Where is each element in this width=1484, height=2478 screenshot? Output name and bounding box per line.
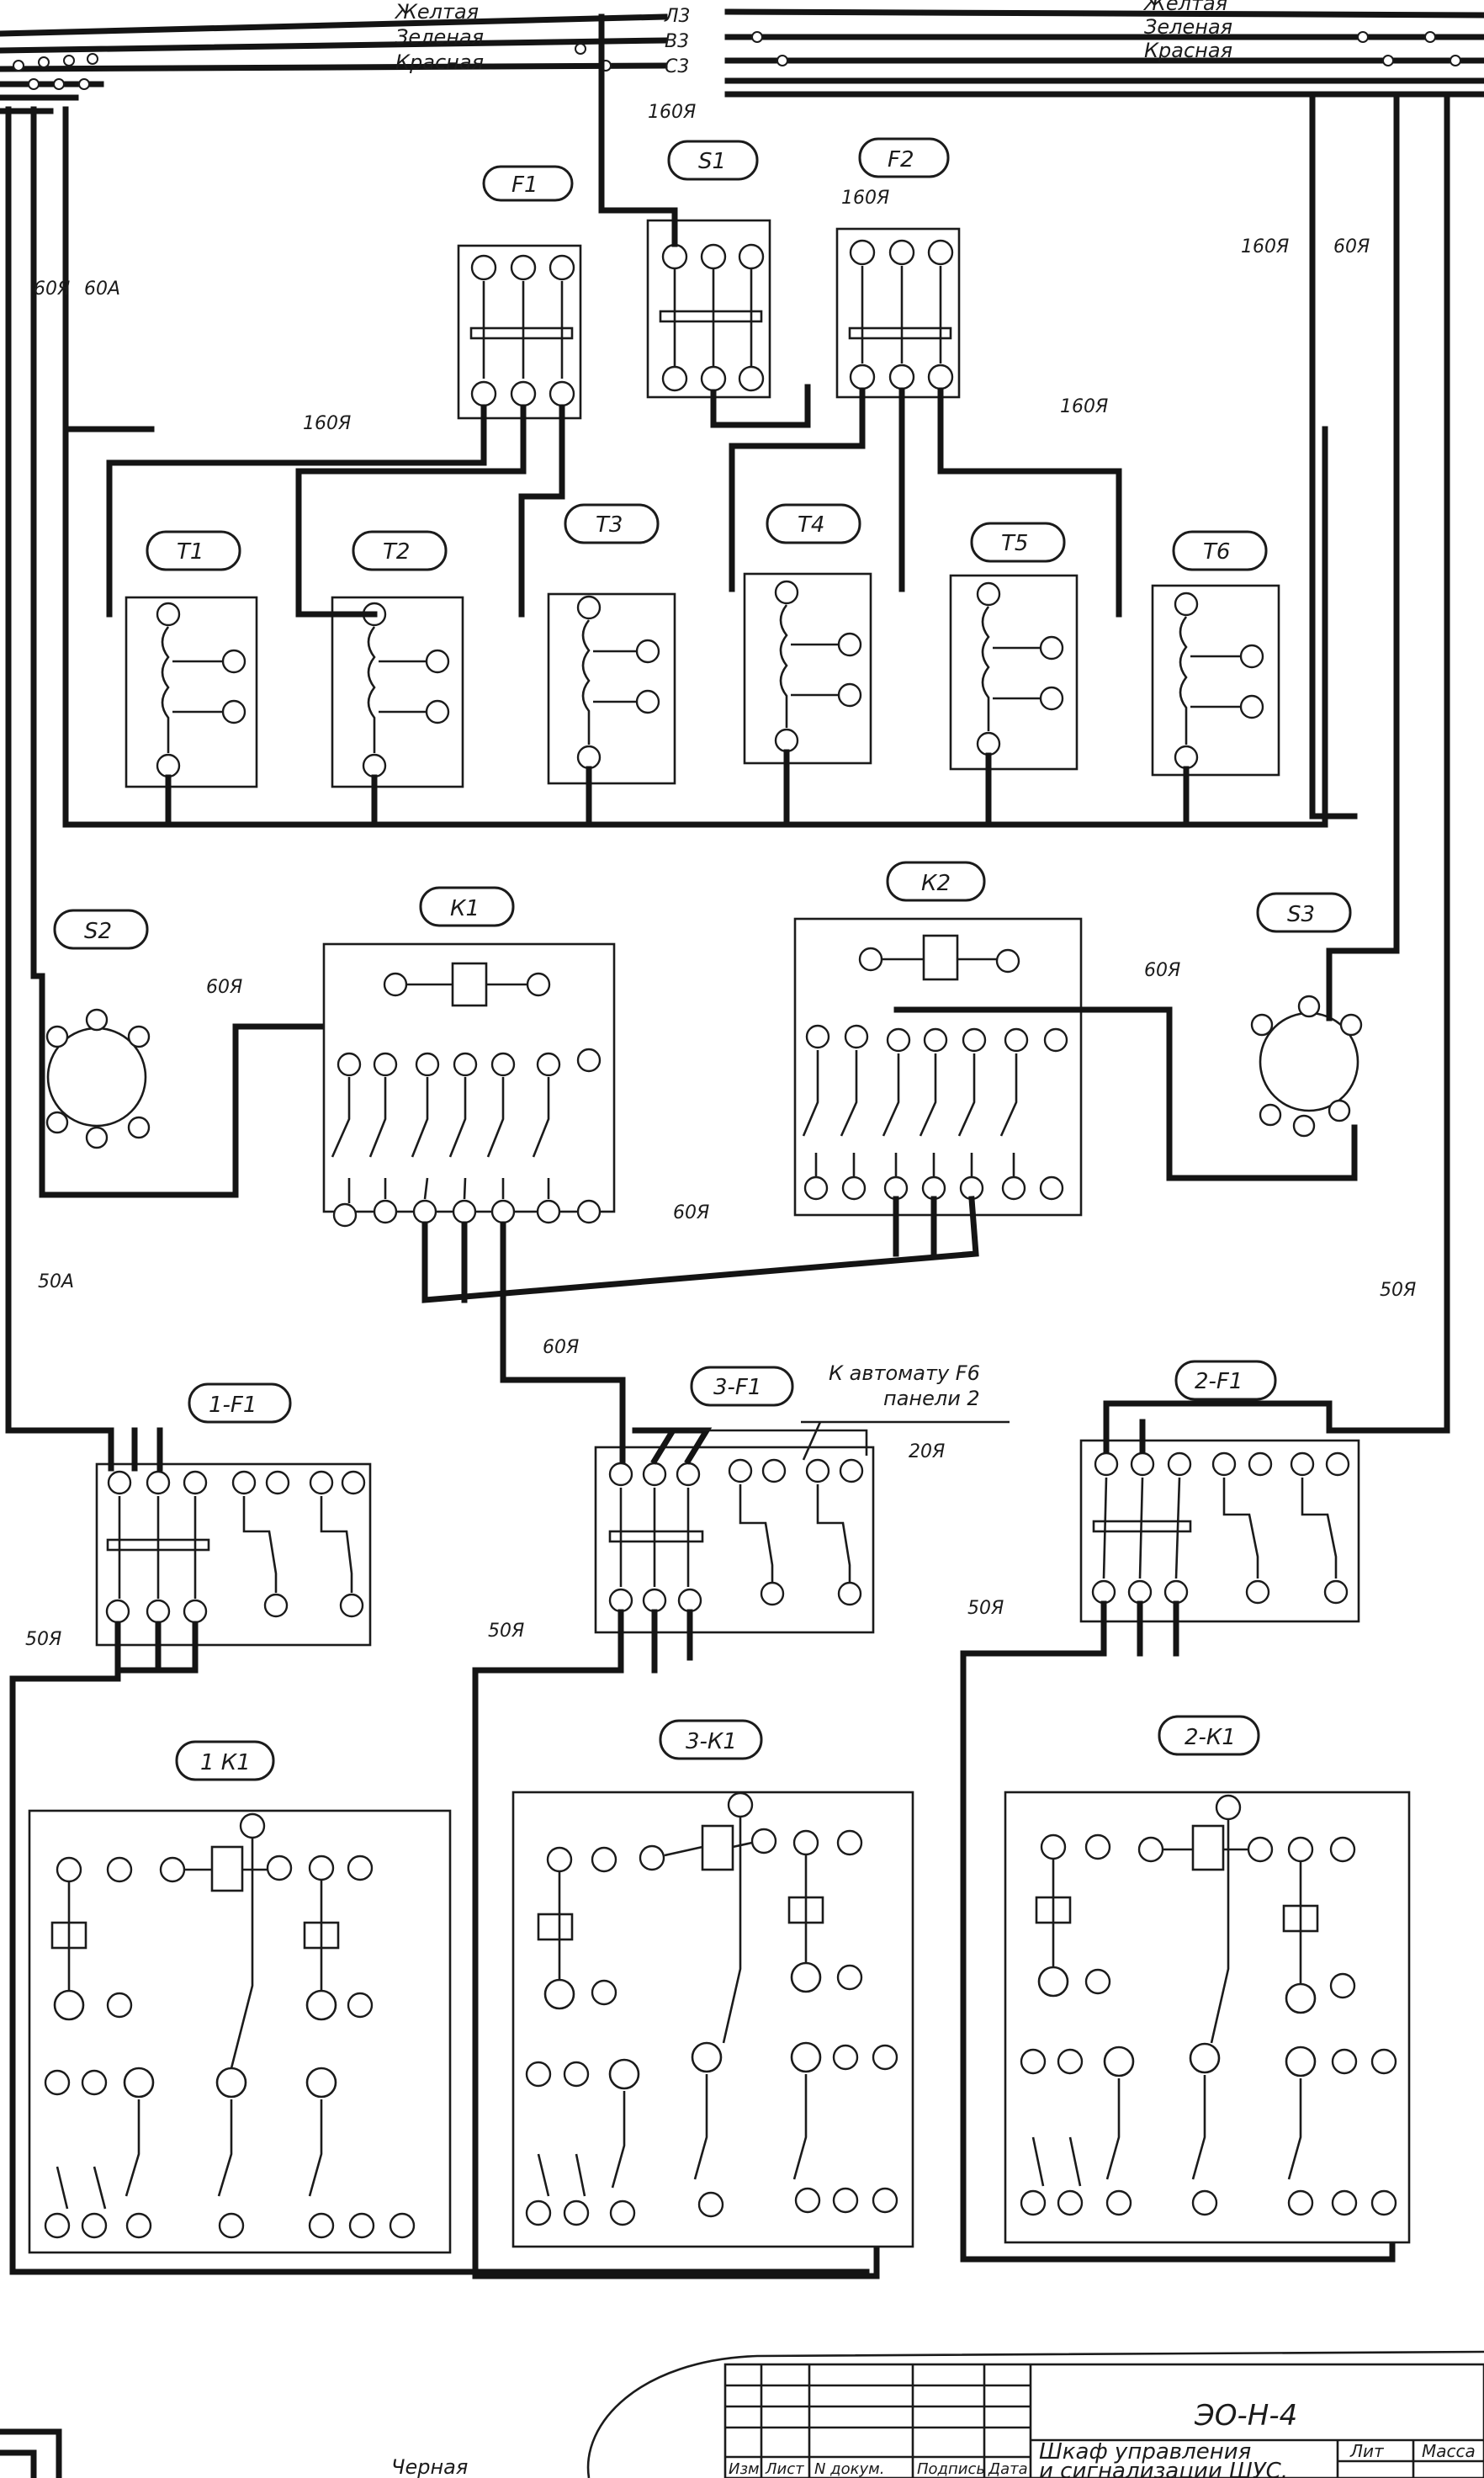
f2-label: F2 (888, 147, 914, 172)
note-panel: панели 2 (883, 1387, 980, 1410)
relay-k2 (793, 861, 1083, 1217)
breaker-1-f1 (95, 1382, 372, 1647)
hdr-list: Лист (765, 2460, 804, 2478)
transformer-feeds (62, 384, 1328, 828)
note-to-breaker-f6 (690, 1420, 1010, 1461)
hdr-date: Дата (988, 2460, 1028, 2478)
f1-label: F1 (511, 172, 538, 198)
title-line1: Шкаф управления (1039, 2439, 1251, 2465)
wire-50y-3: 50Я (488, 1621, 524, 1642)
top-left-bus (0, 13, 668, 114)
wire-160y-right: 160Я (1241, 236, 1289, 257)
k31-label: 3-К1 (686, 1729, 737, 1754)
wire-60y-s2: 60Я (206, 977, 242, 998)
t2-label: Т2 (383, 539, 410, 565)
wire-20y: 20Я (909, 1441, 945, 1462)
t5-label: Т5 (1001, 531, 1028, 556)
contactor-3-k1 (511, 1719, 914, 2248)
bottom-bus (0, 2428, 62, 2478)
top-right-bus (724, 8, 1484, 98)
switch-s3 (893, 892, 1363, 1181)
transformer-t5 (949, 522, 1079, 771)
transformer-t3 (547, 503, 676, 785)
title-block (586, 2350, 1484, 2478)
wire-160y-top: 160Я (648, 102, 696, 123)
wire-60y-left: 60Я (34, 279, 70, 300)
hdr-sign: Подпись (917, 2460, 985, 2478)
transformer-t1 (125, 530, 258, 788)
bus-code-l3: Л3 (664, 6, 691, 27)
k1-label: К1 (450, 896, 480, 921)
wire-50a-left: 50А (38, 1271, 74, 1292)
qf1-label: 1-F1 (209, 1393, 257, 1418)
s2-label: S2 (84, 919, 112, 944)
col-lit: Лит (1349, 2441, 1385, 2461)
bus-label-red-right: Красная (1144, 39, 1232, 62)
switch-s2 (39, 909, 470, 1198)
wire-50y-1: 50Я (25, 1629, 61, 1650)
breaker-2-f1 (1079, 1360, 1360, 1623)
wire-60y-link: 60Я (673, 1202, 709, 1223)
breaker-3-f1 (594, 1366, 875, 1634)
hdr-doc: N докум. (814, 2460, 884, 2478)
transformer-t6 (1151, 530, 1280, 777)
wire-50y-right: 50Я (1380, 1280, 1416, 1301)
bus-code-c3: С3 (665, 56, 689, 77)
wire-60y-right: 60Я (1333, 236, 1370, 257)
s1-label: S1 (698, 149, 726, 174)
wire-50y-2: 50Я (967, 1598, 1004, 1619)
bus-label-black: Черная (391, 2455, 468, 2478)
hdr-izm: Изм (729, 2460, 760, 2478)
qf3-label: 3-F1 (713, 1375, 761, 1400)
bus-label-yellow: Желтая (394, 0, 479, 24)
bus-code-v3: В3 (665, 31, 689, 52)
transformer-bottoms (165, 749, 1190, 828)
title-line2: и сигнализации ШУС. (1039, 2459, 1288, 2478)
k11-label: 1 К1 (200, 1750, 251, 1775)
wire-60y-down: 60Я (543, 1337, 579, 1358)
k2-label: К2 (921, 871, 951, 896)
transformer-t4 (743, 503, 872, 765)
qf2-label: 2-F1 (1195, 1369, 1243, 1394)
note-to-breaker: К автомату F6 (829, 1361, 980, 1385)
contactor-2-k1 (1004, 1715, 1411, 2244)
switch-s1 (646, 140, 771, 399)
bus-label-green-right: Зеленая (1144, 15, 1232, 39)
s3-label: S3 (1287, 902, 1315, 927)
t4-label: Т4 (798, 512, 824, 538)
relay-k1 (322, 886, 616, 1228)
wire-60y-k2: 60Я (1144, 960, 1180, 981)
qf-outputs (9, 1600, 1396, 2279)
col-mass: Масса (1422, 2441, 1476, 2461)
k1-k2-link (421, 1196, 979, 1442)
breaker-f1 (457, 165, 582, 420)
doc-code: ЭО-Н-4 (1194, 2399, 1297, 2433)
bus-label-red: Красная (395, 50, 484, 74)
t1-label: Т1 (177, 539, 204, 565)
wire-60a-left: 60А (84, 279, 120, 300)
wire-160y-t-left: 160Я (303, 413, 351, 434)
wire-160y-t-right: 160Я (1060, 396, 1108, 417)
contactor-1-k1 (28, 1740, 452, 2254)
bus-label-green: Зеленая (395, 25, 484, 49)
k21-label: 2-К1 (1185, 1725, 1236, 1750)
t6-label: Т6 (1203, 539, 1230, 565)
t3-label: Т3 (596, 512, 623, 538)
bus-label-yellow-right: Желтая (1142, 0, 1227, 15)
transformer-t2 (331, 530, 464, 788)
breaker-f2 (835, 137, 961, 399)
wire-160y-mid: 160Я (841, 188, 889, 209)
